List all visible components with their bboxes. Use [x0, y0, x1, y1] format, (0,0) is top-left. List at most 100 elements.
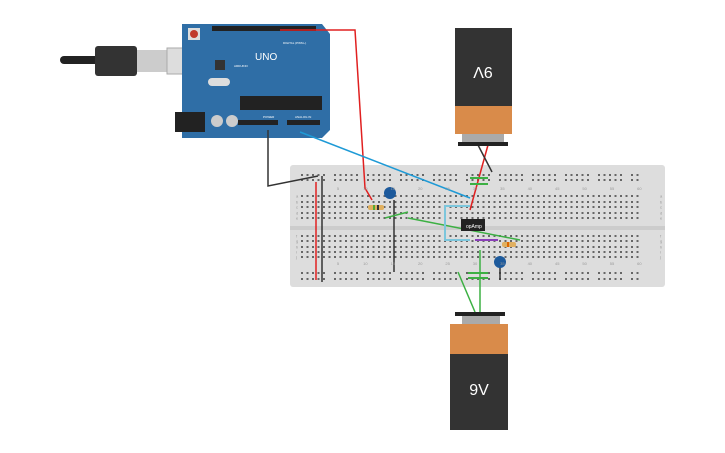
breadboard-hole[interactable] — [488, 212, 490, 214]
breadboard-hole[interactable] — [515, 272, 518, 274]
breadboard-hole[interactable] — [383, 217, 386, 219]
breadboard-hole[interactable] — [620, 206, 622, 208]
breadboard-hole[interactable] — [422, 272, 424, 274]
breadboard-hole[interactable] — [631, 251, 633, 253]
breadboard-hole[interactable] — [620, 278, 622, 280]
breadboard-hole[interactable] — [317, 246, 320, 248]
breadboard-hole[interactable] — [482, 235, 485, 237]
breadboard-hole[interactable] — [306, 251, 309, 253]
breadboard-hole[interactable] — [372, 278, 375, 280]
breadboard-hole[interactable] — [576, 179, 578, 181]
breadboard-hole[interactable] — [422, 256, 424, 258]
breadboard-hole[interactable] — [405, 246, 408, 248]
breadboard-hole[interactable] — [631, 179, 633, 181]
breadboard-hole[interactable] — [345, 201, 347, 203]
breadboard-hole[interactable] — [554, 217, 556, 219]
breadboard-hole[interactable] — [411, 240, 413, 242]
breadboard-hole[interactable] — [482, 217, 485, 219]
breadboard-hole[interactable] — [548, 179, 551, 181]
breadboard-hole[interactable] — [383, 174, 386, 176]
breadboard-hole[interactable] — [625, 206, 628, 208]
breadboard-hole[interactable] — [521, 246, 523, 248]
breadboard-hole[interactable] — [438, 246, 441, 248]
breadboard-hole[interactable] — [301, 251, 303, 253]
breadboard-hole[interactable] — [345, 174, 347, 176]
breadboard-hole[interactable] — [350, 235, 353, 237]
breadboard-hole[interactable] — [301, 217, 303, 219]
breadboard-hole[interactable] — [411, 278, 413, 280]
breadboard-hole[interactable] — [510, 251, 512, 253]
breadboard-hole[interactable] — [565, 179, 567, 181]
breadboard-hole[interactable] — [598, 217, 600, 219]
breadboard-hole[interactable] — [306, 201, 309, 203]
breadboard-hole[interactable] — [389, 217, 391, 219]
breadboard-hole[interactable] — [471, 195, 474, 197]
breadboard-hole[interactable] — [526, 256, 529, 258]
breadboard-hole[interactable] — [345, 256, 347, 258]
breadboard-hole[interactable] — [422, 251, 424, 253]
breadboard-hole[interactable] — [570, 240, 573, 242]
breadboard-hole[interactable] — [636, 195, 639, 197]
breadboard-hole[interactable] — [609, 235, 611, 237]
breadboard-hole[interactable] — [510, 240, 512, 242]
breadboard-hole[interactable] — [636, 272, 639, 274]
breadboard-hole[interactable] — [301, 195, 303, 197]
breadboard-hole[interactable] — [400, 195, 402, 197]
breadboard-hole[interactable] — [356, 246, 358, 248]
breadboard-hole[interactable] — [488, 251, 490, 253]
breadboard-hole[interactable] — [345, 240, 347, 242]
breadboard-hole[interactable] — [411, 201, 413, 203]
breadboard-hole[interactable] — [367, 217, 369, 219]
breadboard-hole[interactable] — [493, 212, 496, 214]
breadboard-hole[interactable] — [504, 217, 507, 219]
breadboard-hole[interactable] — [565, 217, 567, 219]
breadboard-hole[interactable] — [559, 235, 562, 237]
breadboard-hole[interactable] — [559, 240, 562, 242]
breadboard-hole[interactable] — [532, 212, 534, 214]
breadboard-hole[interactable] — [598, 272, 600, 274]
breadboard-hole[interactable] — [576, 235, 578, 237]
breadboard-hole[interactable] — [587, 212, 589, 214]
breadboard-hole[interactable] — [427, 246, 430, 248]
breadboard-hole[interactable] — [361, 212, 364, 214]
breadboard-hole[interactable] — [482, 256, 485, 258]
breadboard-hole[interactable] — [477, 251, 479, 253]
breadboard-hole[interactable] — [405, 235, 408, 237]
breadboard-hole[interactable] — [422, 201, 424, 203]
breadboard-hole[interactable] — [438, 278, 441, 280]
breadboard-hole[interactable] — [620, 179, 622, 181]
breadboard-hole[interactable] — [449, 256, 452, 258]
breadboard-hole[interactable] — [339, 212, 342, 214]
breadboard-hole[interactable] — [636, 256, 639, 258]
breadboard-hole[interactable] — [603, 251, 606, 253]
breadboard-hole[interactable] — [510, 272, 512, 274]
breadboard-hole[interactable] — [499, 206, 501, 208]
breadboard-hole[interactable] — [521, 179, 523, 181]
breadboard-hole[interactable] — [603, 179, 606, 181]
breadboard-hole[interactable] — [361, 217, 364, 219]
breadboard-hole[interactable] — [631, 174, 633, 176]
breadboard-hole[interactable] — [444, 278, 446, 280]
breadboard-hole[interactable] — [400, 179, 402, 181]
breadboard-hole[interactable] — [378, 246, 380, 248]
breadboard-hole[interactable] — [570, 195, 573, 197]
breadboard-hole[interactable] — [372, 195, 375, 197]
breadboard-hole[interactable] — [411, 251, 413, 253]
breadboard-hole[interactable] — [312, 217, 314, 219]
breadboard-hole[interactable] — [444, 256, 446, 258]
breadboard-hole[interactable] — [537, 272, 540, 274]
breadboard-hole[interactable] — [367, 212, 369, 214]
breadboard-hole[interactable] — [334, 206, 336, 208]
breadboard-hole[interactable] — [339, 251, 342, 253]
breadboard-hole[interactable] — [603, 212, 606, 214]
breadboard-hole[interactable] — [499, 246, 501, 248]
breadboard-hole[interactable] — [334, 240, 336, 242]
breadboard-hole[interactable] — [455, 174, 457, 176]
breadboard-hole[interactable] — [372, 174, 375, 176]
breadboard-hole[interactable] — [636, 251, 639, 253]
breadboard-hole[interactable] — [526, 201, 529, 203]
breadboard-hole[interactable] — [548, 235, 551, 237]
capacitor-2[interactable] — [494, 256, 506, 268]
breadboard-hole[interactable] — [614, 206, 617, 208]
breadboard-hole[interactable] — [554, 256, 556, 258]
